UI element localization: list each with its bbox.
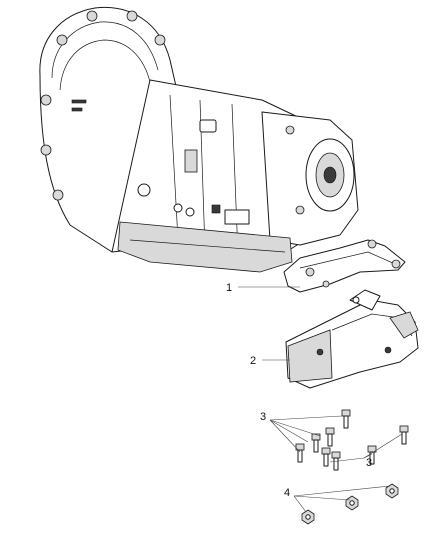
callout-3-upper: 3 <box>260 411 266 423</box>
bolt <box>325 427 335 447</box>
callouts: 1 2 3 3 4 <box>226 282 372 499</box>
callout-3-lower: 3 <box>366 457 372 469</box>
bolt <box>321 447 331 467</box>
callout-4: 4 <box>284 487 290 499</box>
leader-lines <box>238 286 403 513</box>
nut <box>345 495 359 511</box>
transmission-assembly <box>39 6 359 273</box>
bell-bolt-bosses <box>40 10 166 201</box>
bolt <box>331 451 341 471</box>
part-4-nuts <box>301 483 399 525</box>
bolt <box>367 445 377 465</box>
callout-1: 1 <box>226 282 232 294</box>
nut <box>301 509 315 525</box>
bolt <box>341 409 351 429</box>
callout-2: 2 <box>250 355 256 367</box>
part-2-transmission-mount <box>285 289 419 389</box>
bolt <box>295 443 305 463</box>
bolt <box>399 425 409 445</box>
nut <box>385 483 399 499</box>
part-3-bolts <box>295 409 409 471</box>
part-1-support-bracket <box>283 239 406 293</box>
bolt <box>311 433 321 453</box>
